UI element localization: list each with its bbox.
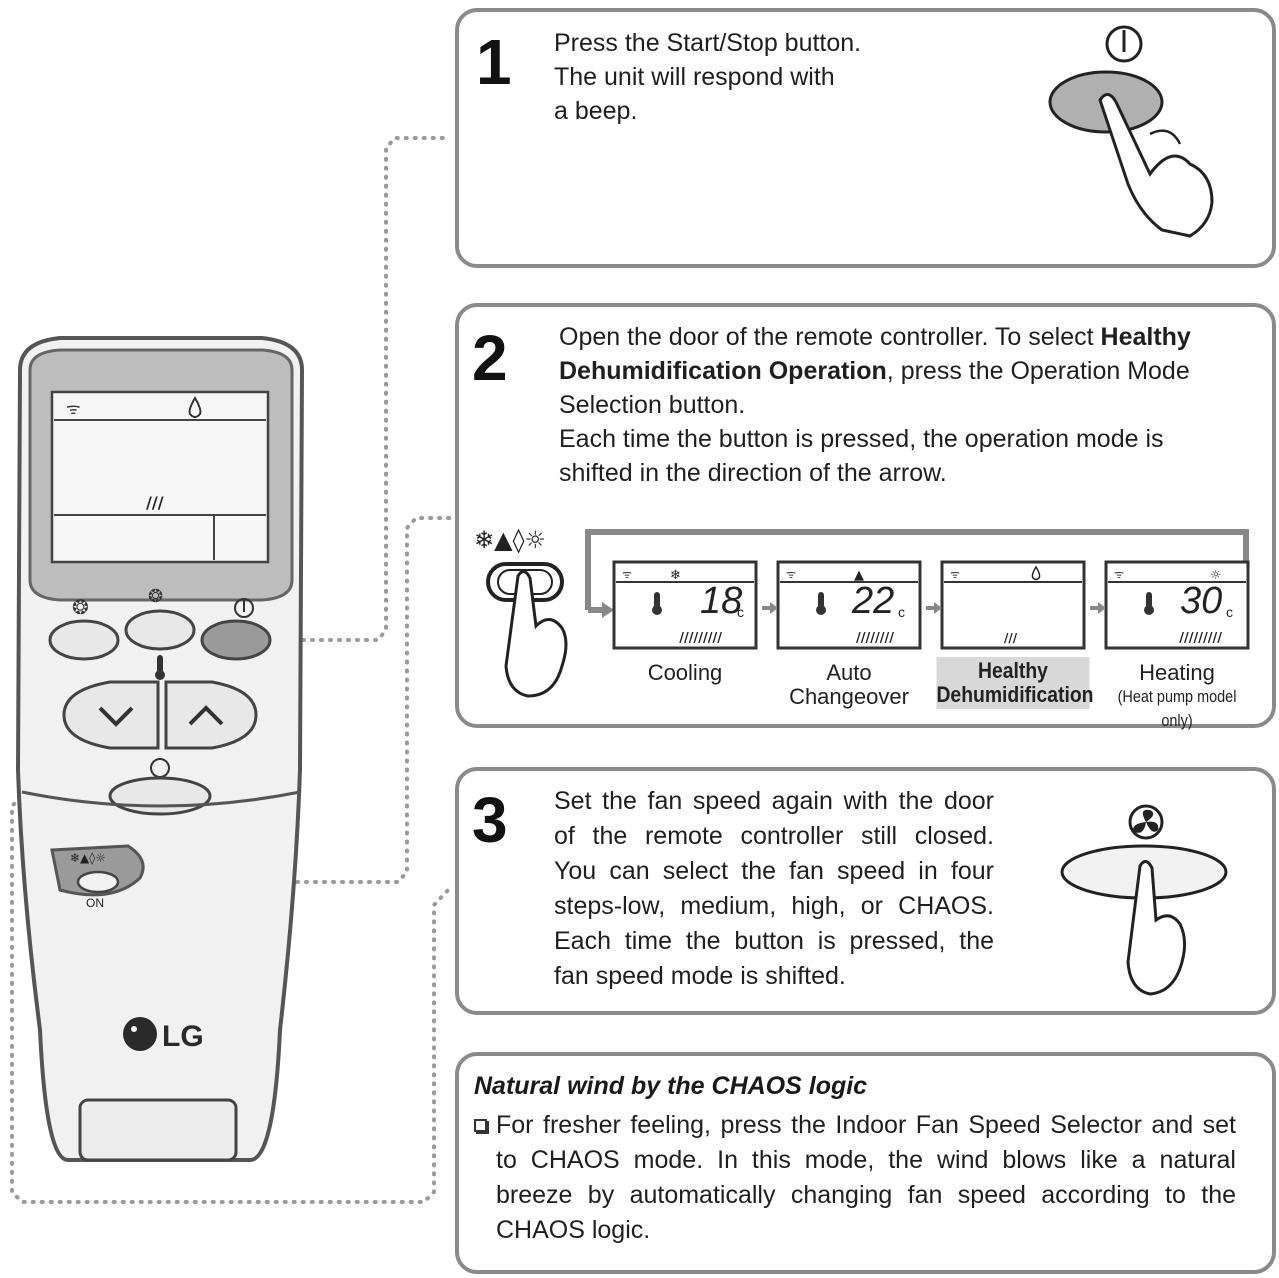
chaos-title: Natural wind by the CHAOS logic — [474, 1072, 868, 1100]
svg-text:ᯤ: ᯤ — [622, 568, 632, 581]
lcd-heating: ᯤ ☼ ///////// — [1104, 560, 1250, 650]
mode-arrows — [762, 602, 1106, 614]
lcd-auto: ᯤ ▲ //////// — [776, 560, 922, 650]
step2-panel — [455, 303, 1276, 728]
lcd-auto-temp: 22 — [852, 580, 895, 622]
mode-icons: ❄▲◊☼ — [474, 526, 546, 554]
svg-text://///////: ///////// — [679, 631, 722, 646]
mode-label-dehum: Healthy Dehumidification — [936, 657, 1094, 709]
step3-text: Set the fan speed again with the door of… — [554, 787, 994, 990]
svg-text:❄▲◊☼: ❄▲◊☼ — [70, 851, 106, 865]
svg-text:❂: ❂ — [72, 595, 89, 619]
chaos-text: For fresher feeling, press the Indoor Fa… — [496, 1111, 1236, 1244]
fan-button-hand-illustration — [1060, 804, 1228, 996]
svg-text:ᯤ: ᯤ — [1114, 568, 1124, 581]
lcd-cooling-temp: 18 — [700, 580, 743, 622]
step2-text: Open the door of the remote controller. … — [559, 323, 1191, 487]
step3-number: 3 — [472, 784, 508, 856]
lcd-cooling-unit: c — [737, 604, 744, 620]
svg-text:///: /// — [1004, 631, 1018, 645]
svg-text:ᯤ: ᯤ — [950, 568, 960, 581]
step2-number: 2 — [472, 322, 508, 394]
lcd-cooling: ᯤ ❄ ///////// — [612, 560, 758, 650]
remote-on-label: ON — [86, 896, 104, 910]
svg-text:////////: //////// — [856, 631, 894, 646]
lcd-auto-unit: c — [898, 604, 905, 620]
svg-text://///////: ///////// — [1179, 631, 1222, 646]
svg-text:ᯤ: ᯤ — [66, 399, 81, 418]
step1-text: Press the Start/Stop button. The unit wi… — [554, 29, 862, 125]
mode-button-hand-illustration — [486, 562, 568, 698]
svg-text:ᯤ: ᯤ — [786, 568, 796, 581]
lcd-heating-unit: c — [1226, 604, 1233, 620]
svg-text:▲: ▲ — [854, 568, 864, 583]
mode-label-heating: Heating (Heat pump model only) — [1117, 660, 1237, 731]
lg-logo-text: LG — [162, 1020, 204, 1053]
chaos-panel — [455, 1052, 1276, 1274]
svg-text:❂: ❂ — [148, 586, 163, 607]
mode-label-cooling: Cooling — [647, 660, 723, 685]
mode-label-auto: Auto Changeover — [789, 660, 909, 709]
checkbox-bullet-icon — [474, 1119, 487, 1132]
remote-controller: ᯤ /// ❂ ❂ ❄▲◊☼ LG — [15, 336, 305, 1162]
lcd-dehum: ᯤ /// — [940, 560, 1086, 650]
lcd-heating-temp: 30 — [1180, 580, 1223, 622]
svg-text:☼: ☼ — [1210, 568, 1222, 583]
svg-text:❄: ❄ — [670, 568, 681, 583]
step1-number: 1 — [476, 26, 512, 98]
svg-text:///: /// — [146, 493, 164, 512]
power-button-hand-illustration — [1048, 25, 1214, 238]
